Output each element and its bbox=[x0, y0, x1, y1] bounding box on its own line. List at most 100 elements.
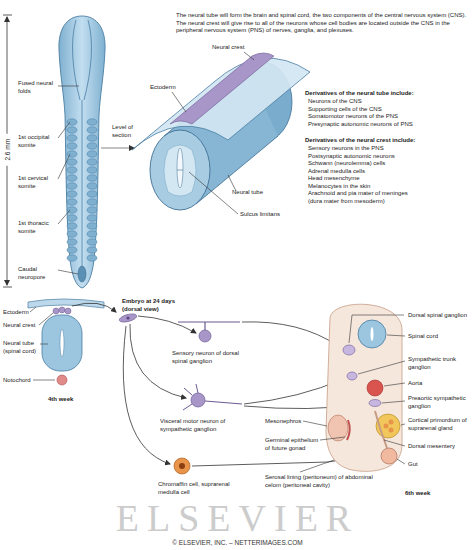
somite bbox=[87, 135, 97, 141]
part-label: 1st occipital somite bbox=[18, 134, 56, 149]
list-item: Sensory neurons in the PNS bbox=[308, 145, 468, 153]
somite bbox=[67, 183, 77, 189]
somite bbox=[67, 223, 77, 229]
neural-tube-section bbox=[150, 130, 210, 210]
somite bbox=[87, 231, 97, 237]
somite bbox=[87, 119, 97, 125]
leader-line bbox=[303, 421, 327, 426]
neural-tube-section bbox=[132, 58, 310, 150]
dimension: 2.6 mm bbox=[4, 134, 12, 166]
embryo-figure bbox=[78, 266, 86, 282]
somite bbox=[67, 167, 77, 173]
leader-line bbox=[58, 86, 134, 274]
part-label: Spinal cord bbox=[408, 333, 472, 341]
somite bbox=[67, 135, 77, 141]
part-label: Level of section bbox=[112, 124, 148, 139]
list-item: Supporting cells of the CNS bbox=[308, 106, 468, 114]
somite bbox=[67, 143, 77, 149]
neural-crest-cells bbox=[196, 384, 198, 393]
neural-crest-cells bbox=[204, 322, 205, 330]
somite bbox=[67, 159, 77, 165]
sixth-week-section bbox=[347, 420, 350, 440]
migration-arrow bbox=[242, 322, 338, 346]
somite bbox=[87, 159, 97, 165]
somite bbox=[87, 223, 97, 229]
copyright: © ELSEVIER, INC. – NETTERIMAGES.COM bbox=[0, 539, 475, 547]
somite bbox=[67, 207, 77, 213]
part-label: Dorsal mesentery bbox=[408, 443, 472, 451]
somite bbox=[87, 127, 97, 133]
somite bbox=[87, 167, 97, 173]
sixth-week-section bbox=[358, 320, 386, 348]
part-label: Serosal lining (peritoneum) of abdominal… bbox=[265, 474, 387, 489]
embryo-figure bbox=[59, 16, 105, 288]
fourth-week-section bbox=[57, 375, 67, 385]
neural-crest-cells bbox=[183, 384, 242, 410]
leader-line bbox=[189, 172, 238, 214]
fourth-week-section bbox=[53, 308, 59, 314]
leader-line bbox=[228, 175, 236, 191]
somite bbox=[87, 215, 97, 221]
list-item: Postsynaptic autonomic neurons bbox=[308, 153, 468, 161]
neural-crest-cells bbox=[179, 463, 185, 469]
part-label: Neural crest bbox=[3, 322, 39, 330]
stage-label: 4th week bbox=[48, 396, 88, 404]
leader-line bbox=[58, 122, 70, 138]
fourth-week-section bbox=[42, 315, 82, 371]
neural-crest-cells bbox=[199, 330, 211, 342]
migration-arrow bbox=[72, 303, 116, 312]
neural-crest-cells bbox=[178, 321, 240, 322]
sixth-week-section bbox=[381, 448, 397, 464]
leader-line bbox=[382, 401, 405, 403]
fourth-week-section bbox=[65, 308, 71, 314]
leader-line bbox=[30, 307, 36, 312]
somite bbox=[87, 143, 97, 149]
neural-crest-cells bbox=[118, 312, 242, 474]
fourth-week-section bbox=[60, 329, 64, 357]
somite bbox=[67, 151, 77, 157]
neural-tube-section bbox=[177, 170, 183, 171]
somite bbox=[87, 199, 97, 205]
sixth-week-section bbox=[375, 411, 387, 448]
neural-crest-cells bbox=[191, 393, 205, 407]
list-item: Presynaptic autonomic neurons of PNS bbox=[308, 121, 468, 129]
somite bbox=[67, 175, 77, 181]
list-item: Schwann (neurolemma) cells bbox=[308, 160, 468, 168]
part-label: Notochord bbox=[3, 377, 35, 385]
neural-tube-section bbox=[164, 145, 196, 196]
part-label: 1st thoracic somite bbox=[18, 220, 56, 235]
neural-tube-section bbox=[170, 53, 274, 124]
somite bbox=[87, 151, 97, 157]
watermark: ELSEVIER bbox=[0, 499, 475, 537]
list-heading: Derivatives of the neural tube include: bbox=[305, 90, 471, 98]
leader-line bbox=[172, 92, 186, 112]
list-item: (dura mater from mesoderm) bbox=[308, 198, 468, 206]
somite bbox=[67, 231, 77, 237]
part-label: Gut bbox=[408, 461, 472, 469]
somite bbox=[87, 183, 97, 189]
leader-line bbox=[58, 86, 79, 87]
part-label: Neural crest bbox=[212, 44, 252, 52]
leader-line bbox=[320, 437, 345, 440]
embryo-figure bbox=[73, 20, 80, 100]
sixth-week-section bbox=[384, 424, 389, 429]
leader-line bbox=[58, 270, 78, 274]
sixth-week-section bbox=[347, 372, 357, 380]
somite bbox=[87, 247, 97, 253]
fourth-week-section bbox=[28, 299, 104, 385]
sixth-week-section bbox=[367, 380, 383, 396]
part-label: Ectoderm bbox=[150, 84, 184, 92]
part-label: Fused neural folds bbox=[18, 80, 56, 95]
caption-paragraph: The neural tube will form the brain and … bbox=[176, 12, 468, 35]
list-item: Somatomotor neurons of the PNS bbox=[308, 113, 468, 121]
migration-arrow bbox=[123, 326, 170, 464]
fourth-week-section bbox=[59, 307, 65, 313]
sixth-week-section bbox=[389, 428, 394, 433]
part-label: 1st cervical somite bbox=[18, 175, 56, 190]
neural-tube-section bbox=[177, 148, 183, 188]
leader-line bbox=[40, 344, 48, 345]
leader-line bbox=[401, 424, 405, 425]
list-item: Head mesenchyme bbox=[308, 175, 468, 183]
